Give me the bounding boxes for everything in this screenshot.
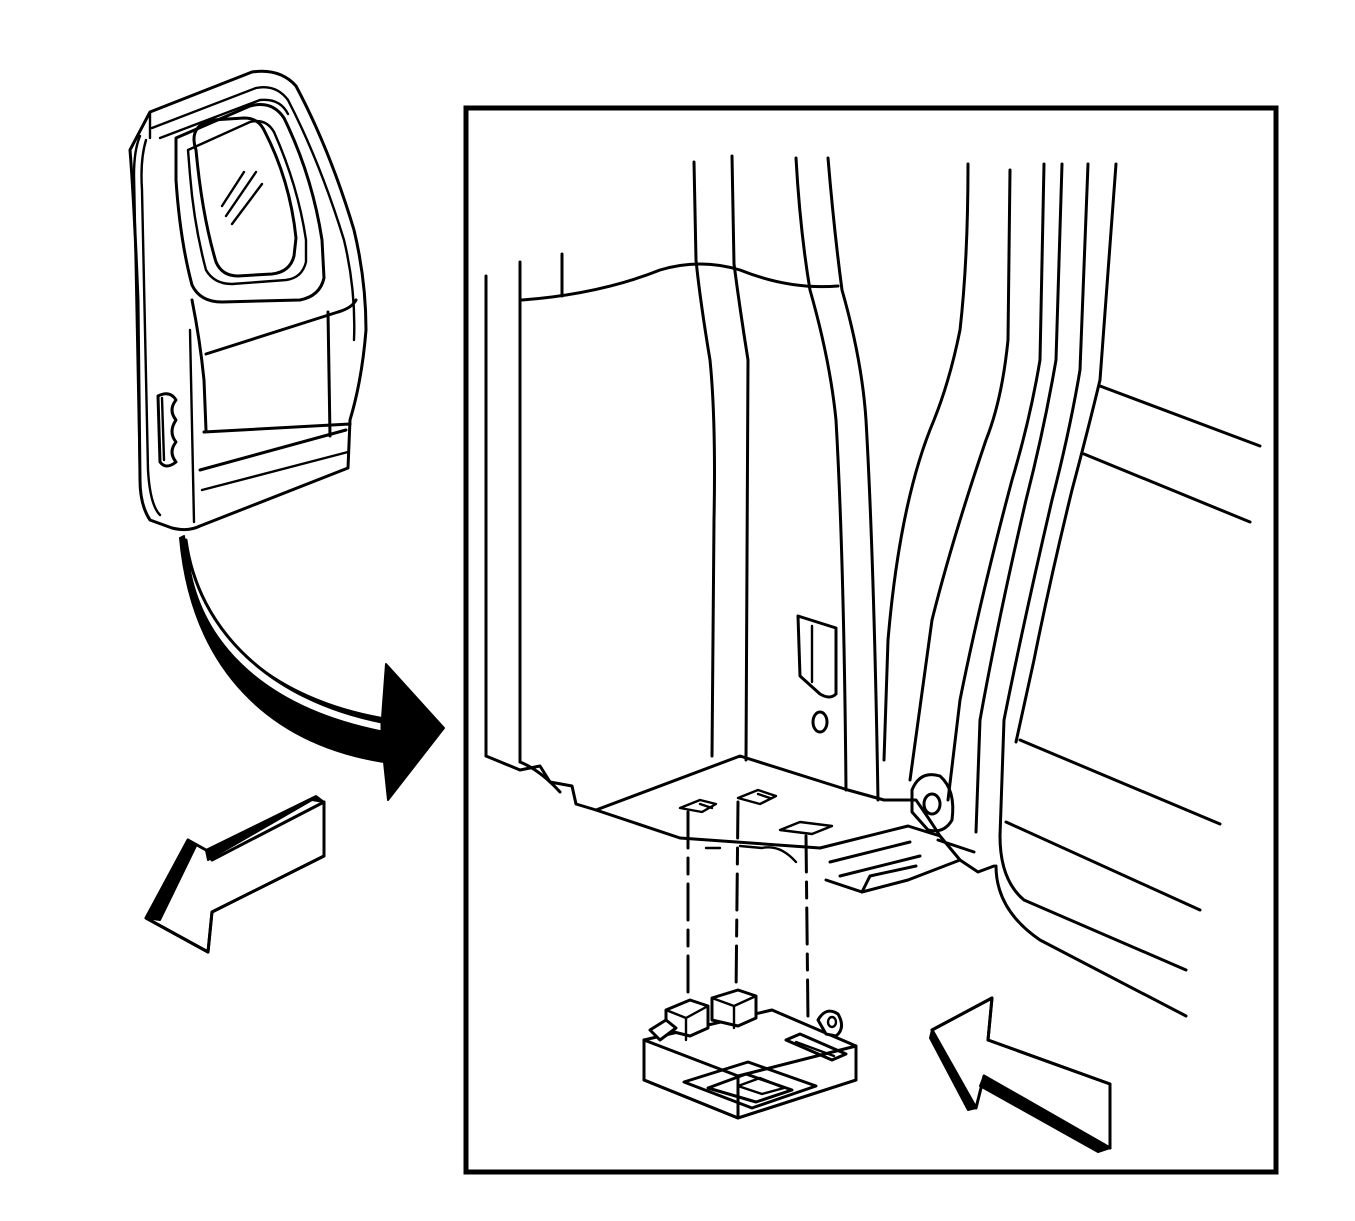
location-arrow (179, 535, 445, 801)
trim-panel (484, 754, 996, 894)
forward-direction-arrow (144, 795, 326, 954)
rear-door-overview (128, 69, 368, 532)
inboard-direction-arrow (929, 996, 1112, 1153)
latch-striker (796, 614, 838, 734)
detail-frame (463, 105, 1279, 1175)
door-pillar (484, 154, 1262, 1018)
mounting-clip (642, 800, 858, 1120)
